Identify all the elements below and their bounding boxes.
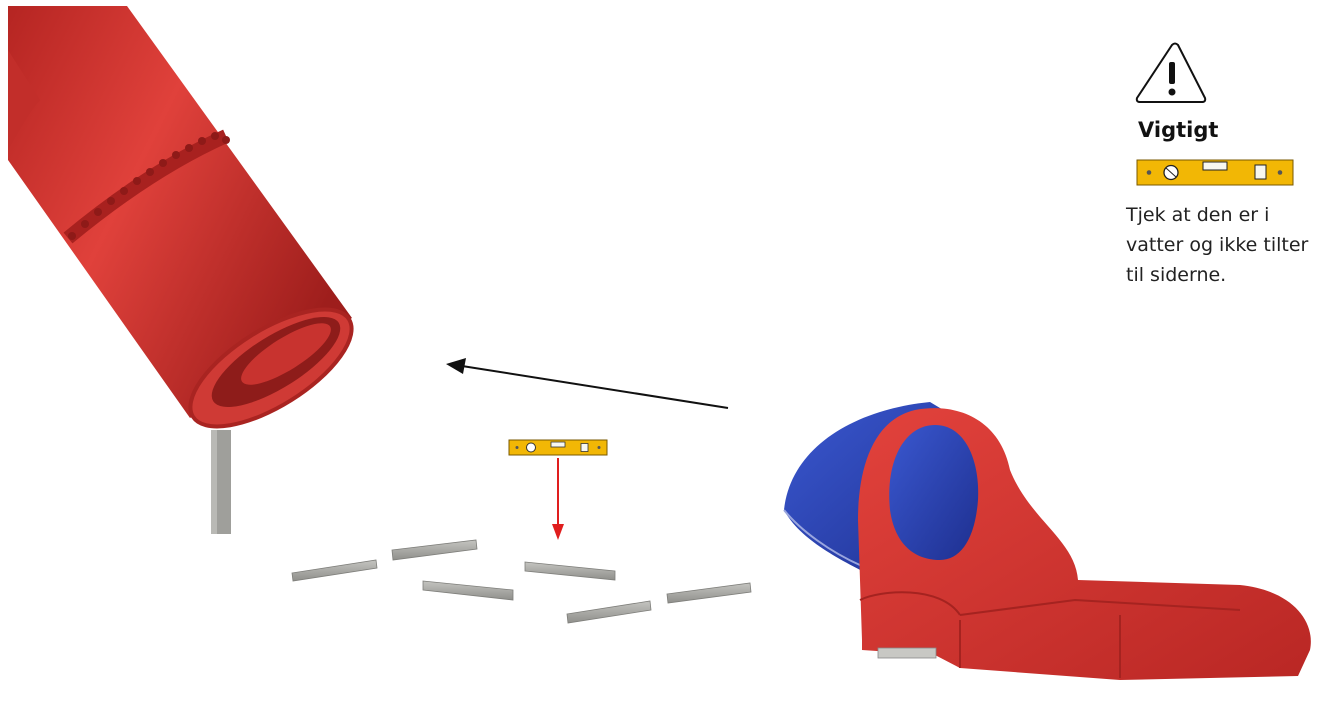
level-check-arrow bbox=[552, 458, 564, 540]
note-line: til siderne. bbox=[1126, 260, 1326, 290]
placement-arrow bbox=[446, 358, 728, 408]
note-title: Vigtigt bbox=[1138, 118, 1218, 142]
note-text: Tjek at den er i vatter og ikke tilter t… bbox=[1126, 200, 1326, 290]
slide-exit-section bbox=[784, 402, 1311, 680]
tube-slide-section bbox=[8, 6, 369, 449]
note-line: Tjek at den er i bbox=[1126, 200, 1326, 230]
spirit-level-icon bbox=[509, 440, 607, 455]
foundation-boards bbox=[292, 540, 751, 623]
note-line: vatter og ikke tilter bbox=[1126, 230, 1326, 260]
warning-triangle-icon bbox=[1137, 44, 1205, 103]
note-spirit-level-icon bbox=[1137, 160, 1293, 185]
